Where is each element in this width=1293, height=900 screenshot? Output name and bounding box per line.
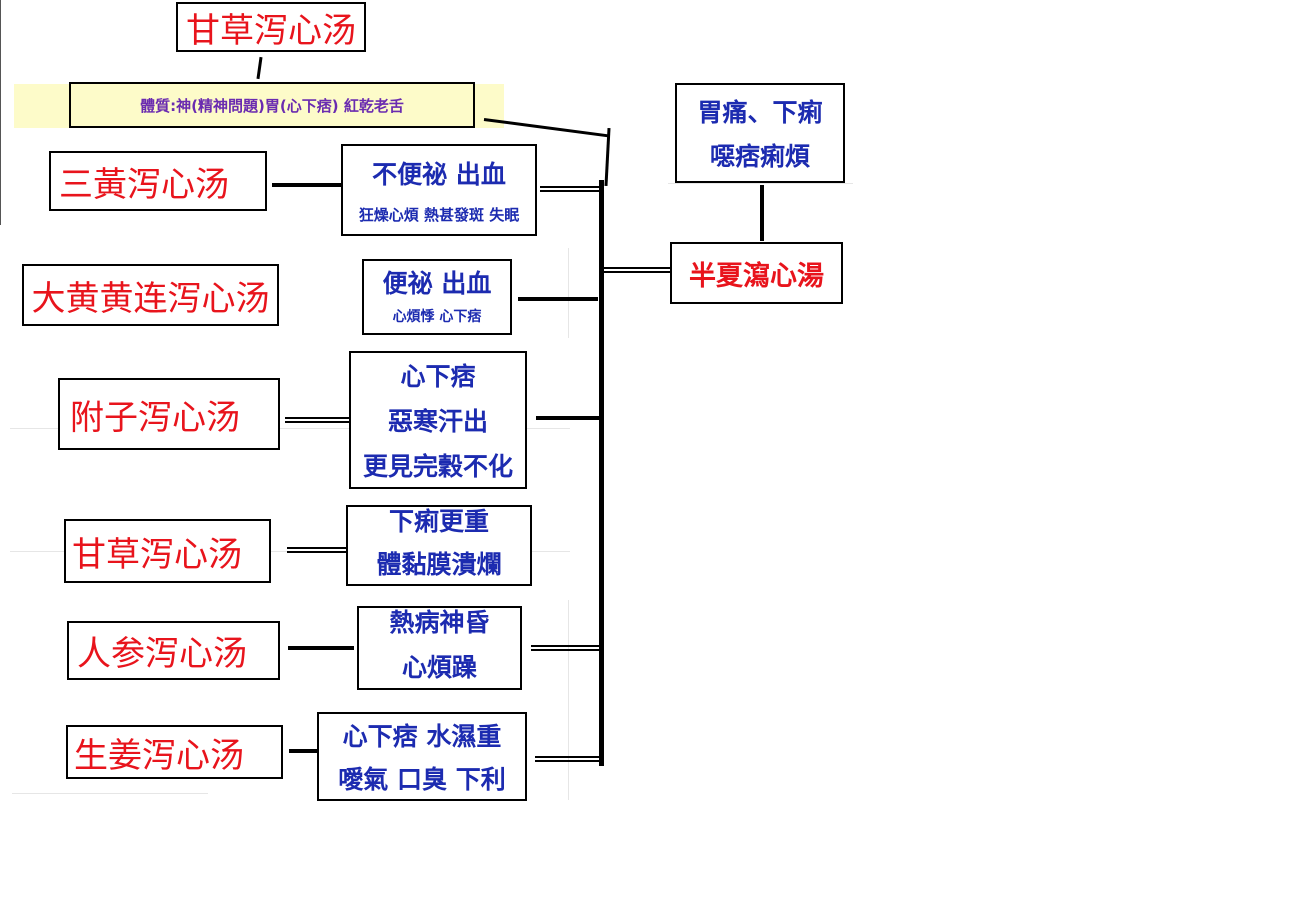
trunk-connector <box>536 416 600 420</box>
formula-connector <box>285 417 351 423</box>
trunk-connector <box>531 645 601 651</box>
formula-box: 甘草泻心汤 <box>64 519 271 583</box>
root-symptom-line: 噁痞痢煩 <box>709 142 810 171</box>
symptom-line: 心煩躁 <box>401 652 477 682</box>
symptom-line: 不便祕 出血 <box>372 159 506 189</box>
root-symptom-line: 胃痛、下痢 <box>697 98 823 127</box>
symptom-box: 心下痞 惡寒汗出 更見完穀不化 <box>349 351 527 489</box>
formula-connector <box>272 183 343 187</box>
symptom-line: 狂燥心煩 熱甚發斑 失眠 <box>358 206 520 225</box>
formula-name: 甘草泻心汤 <box>72 534 242 575</box>
symptom-line: 體黏膜潰爛 <box>376 549 502 579</box>
symptom-line: 心煩悸 心下痞 <box>392 309 482 325</box>
symptom-box: 心下痞 水濕重 噯氣 口臭 下利 <box>317 712 527 801</box>
symptom-box: 下痢更重 體黏膜潰爛 <box>346 505 532 586</box>
trunk-connector <box>540 186 600 192</box>
root-vertical-connector <box>760 185 764 241</box>
constitution-highlight <box>14 84 504 128</box>
root-connector <box>602 267 670 273</box>
symptom-line: 噯氣 口臭 下利 <box>338 764 506 794</box>
guide-line <box>10 428 570 429</box>
symptom-line: 心下痞 <box>400 362 476 392</box>
guide-line <box>568 248 569 338</box>
formula-name: 三黃泻心汤 <box>59 164 229 205</box>
symptom-line: 心下痞 水濕重 <box>342 722 502 752</box>
formula-box: 大黄黄连泻心汤 <box>22 264 279 326</box>
formula-box: 生姜泻心汤 <box>66 725 283 779</box>
formula-connector <box>289 749 317 753</box>
formula-box: 附子泻心汤 <box>58 378 280 450</box>
constitution-box: 體質:神(精神問題)胃(心下痞) 紅乾老舌 <box>69 82 475 128</box>
symptom-box: 不便祕 出血 狂燥心煩 熱甚發斑 失眠 <box>341 144 537 236</box>
title-connector <box>256 56 263 80</box>
guide-line <box>668 183 853 184</box>
formula-name: 生姜泻心汤 <box>74 735 244 776</box>
guide-line <box>12 793 208 794</box>
top-title: 甘草泻心汤 <box>186 10 356 51</box>
guide-line <box>568 600 569 800</box>
root-formula-box: 半夏瀉心湯 <box>670 242 843 304</box>
formula-name: 大黄黄连泻心汤 <box>31 278 270 319</box>
symptom-box: 熱病神昏 心煩躁 <box>357 606 522 690</box>
trunk-connector <box>518 297 598 301</box>
root-formula: 半夏瀉心湯 <box>689 260 824 292</box>
formula-connector <box>288 646 354 650</box>
symptom-line: 惡寒汗出 <box>387 406 488 436</box>
top-title-box: 甘草泻心汤 <box>176 2 366 52</box>
formula-box: 人参泻心汤 <box>67 621 280 680</box>
formula-name: 附子泻心汤 <box>70 397 240 438</box>
symptom-line: 下痢更重 <box>388 507 489 537</box>
symptom-line: 更見完穀不化 <box>362 451 513 481</box>
symptom-box: 便祕 出血 心煩悸 心下痞 <box>362 259 512 335</box>
formula-name: 人参泻心汤 <box>77 634 247 674</box>
formula-box: 三黃泻心汤 <box>49 151 267 211</box>
trunk-connector <box>535 756 601 762</box>
root-symptom-box: 胃痛、下痢 噁痞痢煩 <box>675 83 845 183</box>
symptom-line: 便祕 出血 <box>382 269 492 298</box>
guide-line <box>0 0 1 225</box>
formula-connector <box>287 547 349 553</box>
symptom-line: 熱病神昏 <box>389 607 490 637</box>
main-trunk <box>599 180 604 766</box>
constitution-text: 體質:神(精神問題)胃(心下痞) 紅乾老舌 <box>140 96 404 115</box>
